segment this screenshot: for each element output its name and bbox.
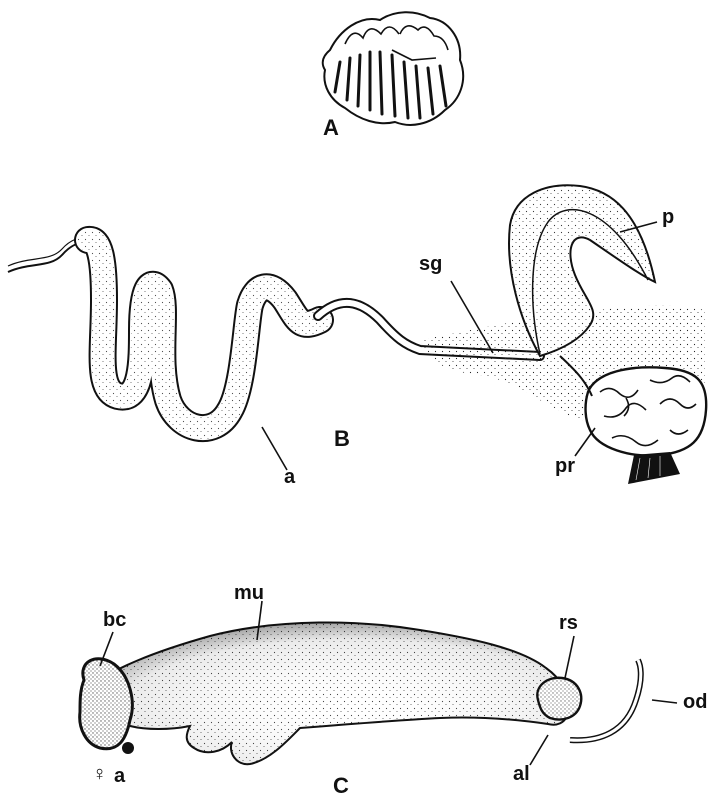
structure-b-duct [8,185,706,484]
label-rs: rs [559,613,578,633]
label-pr: pr [555,456,575,476]
structure-c-organ [80,622,641,764]
label-p: p [662,207,674,227]
label-od: od [683,692,707,712]
label-mu: mu [234,583,264,603]
panel-label-a: A [323,117,339,139]
label-al: al [513,764,530,784]
label-bc: bc [103,610,126,630]
label-a-atrium: a [114,766,125,786]
label-a-duct: a [284,467,295,487]
structure-a-jaw [323,12,463,125]
panel-label-b: B [334,428,350,450]
panel-label-c: C [333,775,349,797]
female-symbol: ♀ [92,764,107,784]
label-sg: sg [419,254,442,274]
